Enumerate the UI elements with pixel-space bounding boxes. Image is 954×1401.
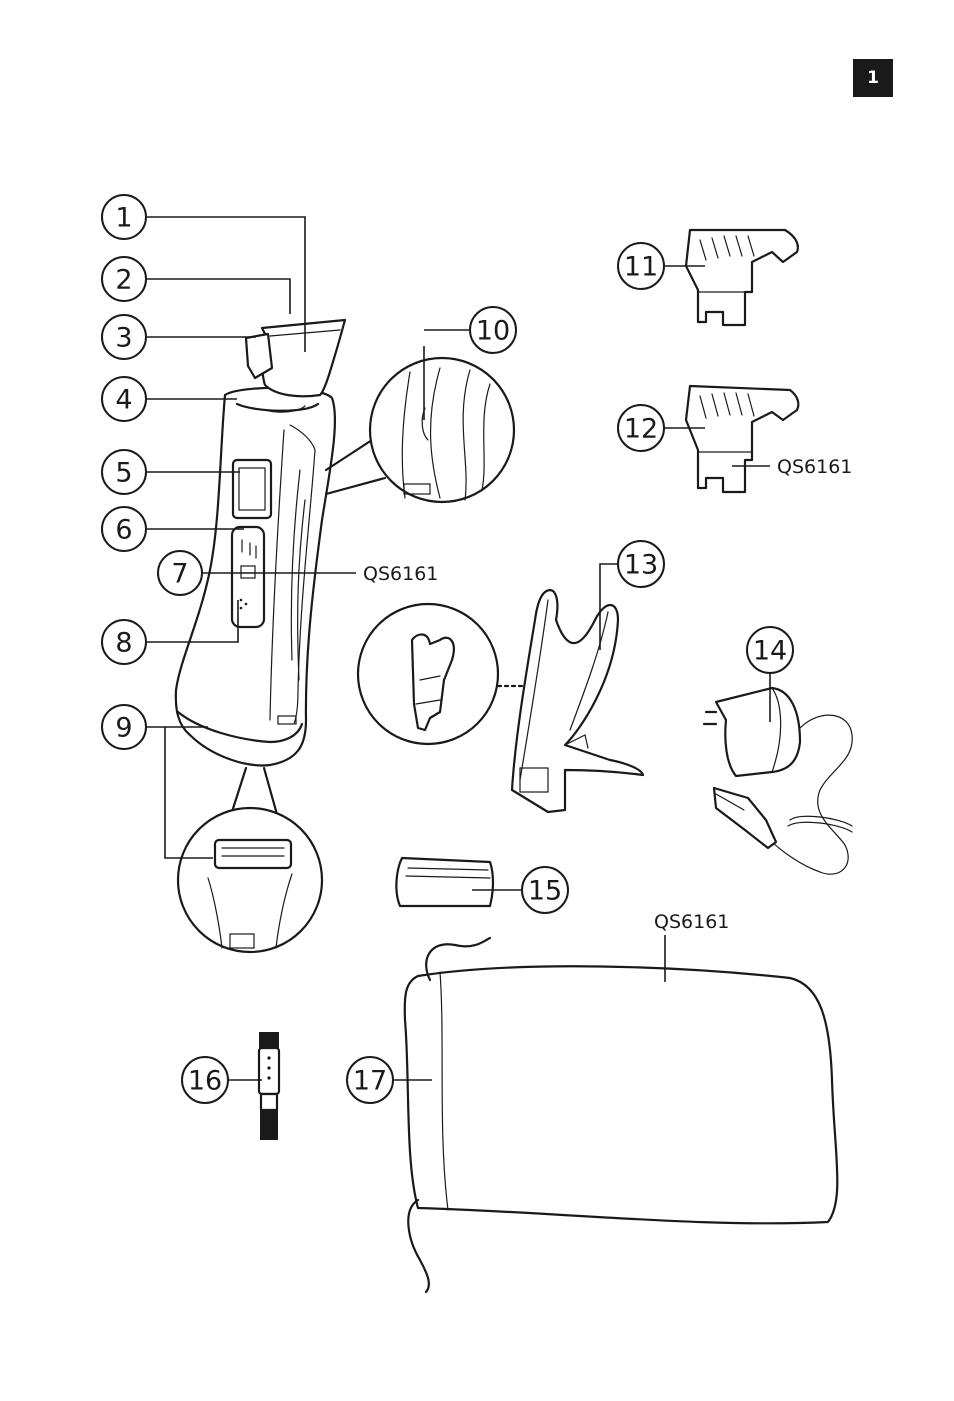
foil-unit-illustration [395,856,495,908]
callout-2: 2 [101,256,147,302]
callout-5: 5 [101,449,147,495]
callout-9-label: 9 [115,713,132,744]
callout-1: 1 [101,194,147,240]
comb-12-illustration [684,384,800,494]
callout-13-label: 13 [624,550,658,581]
comb-model-label: QS6161 [777,456,852,478]
callout-9: 9 [101,704,147,750]
callout-8: 8 [101,619,147,665]
callout-14-label: 14 [753,636,787,667]
callout-6-label: 6 [115,515,132,546]
callout-6: 6 [101,506,147,552]
callout-4: 4 [101,376,147,422]
callout-12: 12 [617,404,665,452]
callout-1-label: 1 [115,203,132,234]
handle-model-label: QS6161 [363,563,438,585]
callout-4-label: 4 [115,385,132,416]
callout-7: 7 [157,550,203,596]
callout-12-label: 12 [624,414,658,445]
leader-lines [147,216,771,1081]
callout-2-label: 2 [115,265,132,296]
callout-11: 11 [617,242,665,290]
callout-17: 17 [346,1056,394,1104]
brush-illustration [257,1032,281,1140]
zoom-detail-foil [176,766,324,954]
callout-13: 13 [617,540,665,588]
callout-3: 3 [101,314,147,360]
zoom-detail-side [324,356,516,504]
callout-8-label: 8 [115,628,132,659]
callout-16-label: 16 [188,1066,222,1097]
callout-14: 14 [746,626,794,674]
appliance-illustration [174,318,347,767]
callout-17-label: 17 [353,1066,387,1097]
pouch-illustration [403,936,839,1294]
stand-illustration [356,589,645,814]
callout-5-label: 5 [115,458,132,489]
callout-15-label: 15 [528,876,562,907]
pouch-model-label: QS6161 [654,911,729,933]
page-number-badge: 1 [853,59,893,97]
callout-10: 10 [469,306,517,354]
callout-3-label: 3 [115,323,132,354]
page-number: 1 [867,68,879,88]
callout-7-label: 7 [171,559,188,590]
callout-16: 16 [181,1056,229,1104]
comb-11-illustration [684,228,799,327]
callout-10-label: 10 [476,316,510,347]
charger-illustration [702,686,853,875]
callout-11-label: 11 [624,252,658,283]
callout-15: 15 [521,866,569,914]
